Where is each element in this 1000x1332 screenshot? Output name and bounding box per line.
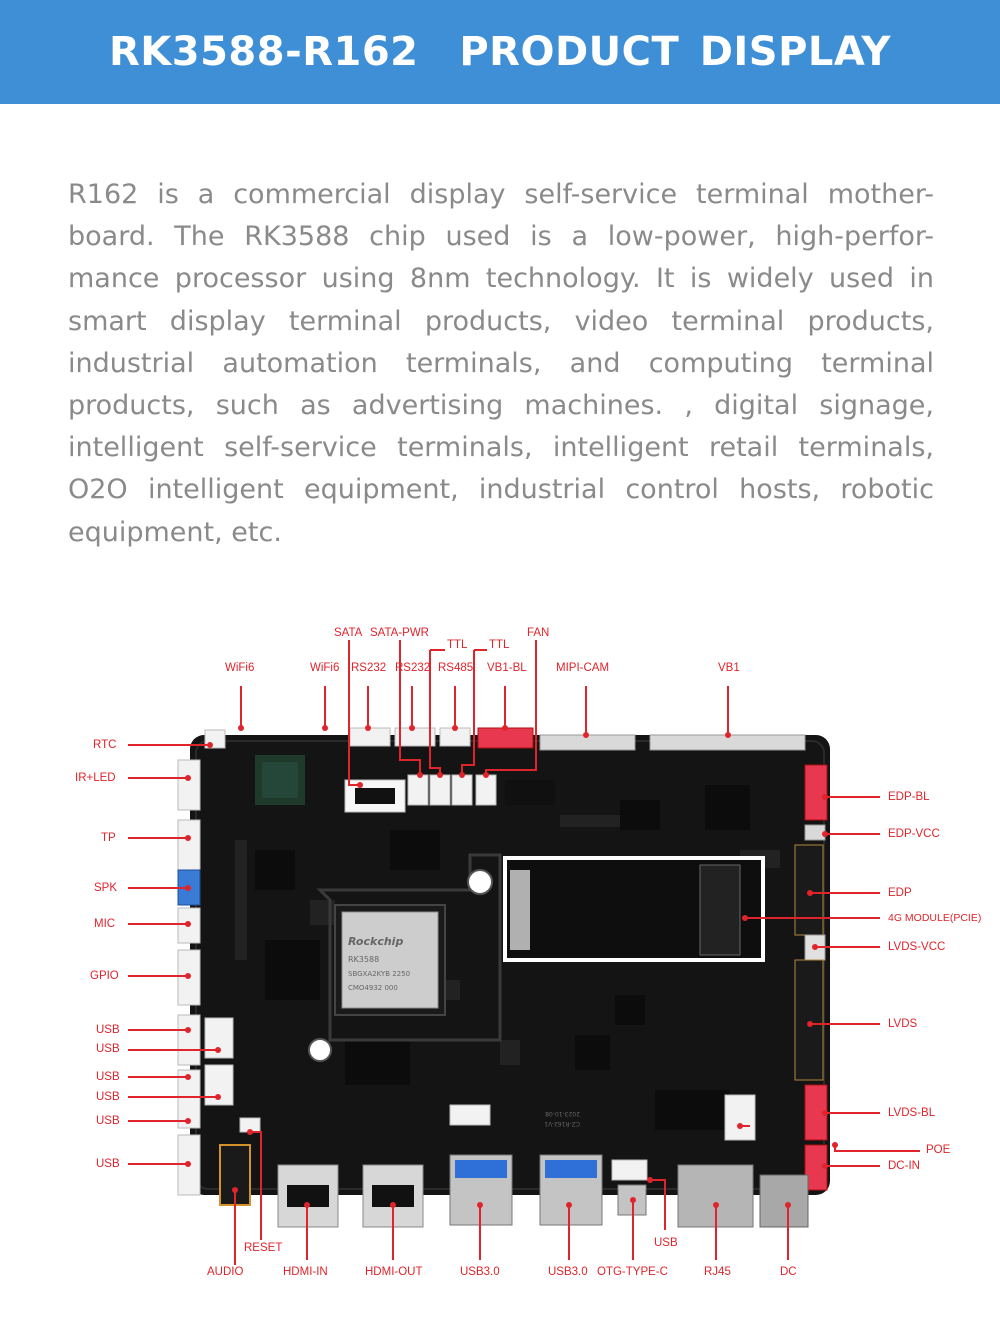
label-usb-5: USB	[96, 1115, 120, 1127]
label-spk: SPK	[94, 882, 118, 894]
label-dc-in: DC-IN	[888, 1160, 920, 1172]
label-mic: MIC	[94, 918, 116, 930]
label-sata: SATA	[334, 627, 363, 639]
intro-paragraph: R162 is a commercial display self-servic…	[68, 179, 934, 548]
label-usb-4: USB	[96, 1091, 120, 1103]
chip-model: RK3588	[348, 955, 379, 964]
pcb-date: 2023-10-08	[545, 1110, 580, 1117]
label-tp: TP	[101, 832, 116, 844]
label-rtc: RTC	[93, 739, 117, 751]
leader-lines	[128, 640, 920, 1265]
chip-line2: SBGXA2KYB 2250	[348, 970, 410, 978]
label-rs232-b: RS232	[395, 662, 431, 674]
label-poe: POE	[926, 1144, 951, 1156]
label-wifi6-a: WiFi6	[225, 662, 255, 674]
pcb-components	[235, 755, 780, 1130]
chip-line3: CMO4932 000	[348, 984, 398, 992]
pcb-label: CZ-R162-V1	[544, 1120, 580, 1127]
label-usb-6: USB	[96, 1158, 120, 1170]
label-usb3-a: USB3.0	[460, 1266, 500, 1278]
label-otg-type-c: OTG-TYPE-C	[597, 1266, 668, 1278]
label-vb1: VB1	[718, 662, 740, 674]
label-lvds-bl: LVDS-BL	[888, 1107, 936, 1119]
header-banner: RK3588-R162 PRODUCT DISPLAY	[0, 0, 1000, 104]
label-hdmi-out: HDMI-OUT	[365, 1266, 423, 1278]
leader-arrowheads	[185, 725, 838, 1208]
label-rs232-a: RS232	[351, 662, 387, 674]
label-ir-led: IR+LED	[75, 772, 116, 784]
board-figure: Rockchip RK3588 SBGXA2KYB 2250 CMO4932 0…	[0, 600, 1000, 1300]
label-lvds-vcc: LVDS-VCC	[888, 941, 946, 953]
label-hdmi-in: HDMI-IN	[283, 1266, 328, 1278]
label-mipi-cam: MIPI-CAM	[556, 662, 610, 674]
label-ttl-2: TTL	[489, 639, 510, 651]
board-diagram: Rockchip RK3588 SBGXA2KYB 2250 CMO4932 0…	[128, 640, 920, 1265]
label-gpio: GPIO	[90, 970, 119, 982]
label-vb1-bl: VB1-BL	[487, 662, 527, 674]
label-usb-2: USB	[96, 1043, 120, 1055]
label-edp: EDP	[888, 887, 912, 899]
label-usb-3: USB	[96, 1071, 120, 1083]
label-usb-bottom: USB	[654, 1237, 678, 1249]
label-sata-pwr: SATA-PWR	[370, 627, 429, 639]
label-dc: DC	[780, 1266, 797, 1278]
label-fan: FAN	[527, 627, 550, 639]
label-rs485: RS485	[438, 662, 474, 674]
chip-brand: Rockchip	[348, 935, 403, 948]
label-edp-vcc: EDP-VCC	[888, 828, 940, 840]
top-connectors	[204, 727, 806, 813]
label-reset: RESET	[244, 1242, 283, 1254]
label-4g-module: 4G MODULE(PCIE)	[888, 912, 982, 924]
label-usb-1: USB	[96, 1024, 120, 1036]
label-usb3-b: USB3.0	[548, 1266, 588, 1278]
label-rj45: RJ45	[704, 1266, 731, 1278]
label-lvds: LVDS	[888, 1018, 918, 1030]
label-audio: AUDIO	[207, 1266, 244, 1278]
page-title: RK3588-R162 PRODUCT DISPLAY	[108, 29, 892, 75]
label-wifi6-b: WiFi6	[310, 662, 340, 674]
soc-die	[341, 911, 439, 1009]
bottom-connectors	[219, 1104, 809, 1228]
label-ttl-1: TTL	[447, 639, 468, 651]
label-edp-bl: EDP-BL	[888, 791, 930, 803]
